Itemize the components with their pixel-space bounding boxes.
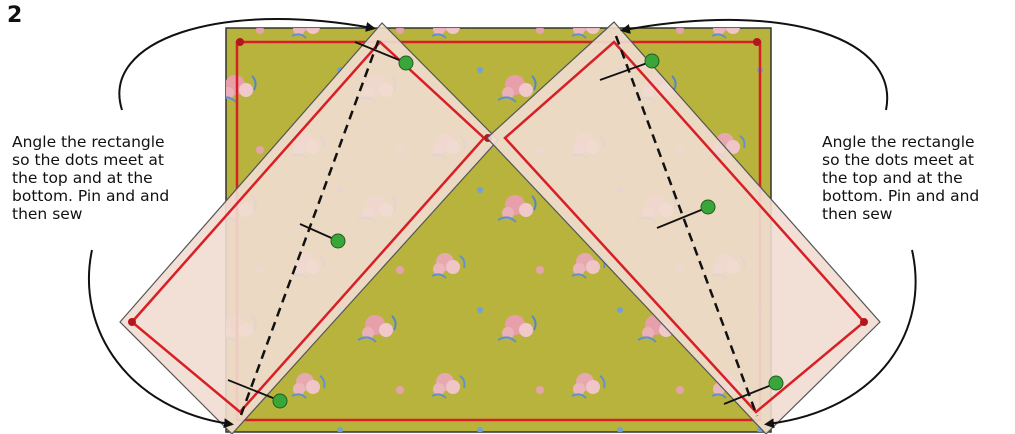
instruction-left: Angle the rectangle so the dots meet at … <box>12 133 222 223</box>
instruction-right: Angle the rectangle so the dots meet at … <box>822 133 1012 223</box>
corner-dot <box>128 318 136 326</box>
corner-dot <box>860 318 868 326</box>
corner-dot <box>236 38 244 46</box>
corner-dot <box>753 38 761 46</box>
